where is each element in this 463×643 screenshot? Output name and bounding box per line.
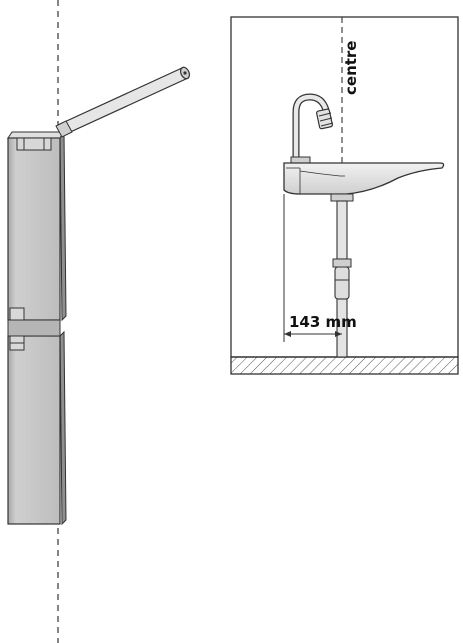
centre-label: centre xyxy=(342,41,360,96)
basin xyxy=(283,162,445,195)
drain-trap xyxy=(330,193,354,358)
wall-panel-assembly xyxy=(7,0,191,643)
distance-label: 143 mm xyxy=(289,313,357,331)
lower-panel xyxy=(7,330,67,526)
tap-icon xyxy=(290,93,334,164)
distance-dimension: 143 mm xyxy=(283,194,357,342)
upper-panel xyxy=(7,130,67,322)
sink-elevation: centre xyxy=(230,16,459,375)
angled-pipe xyxy=(55,66,191,138)
floor-hatch xyxy=(230,356,459,375)
